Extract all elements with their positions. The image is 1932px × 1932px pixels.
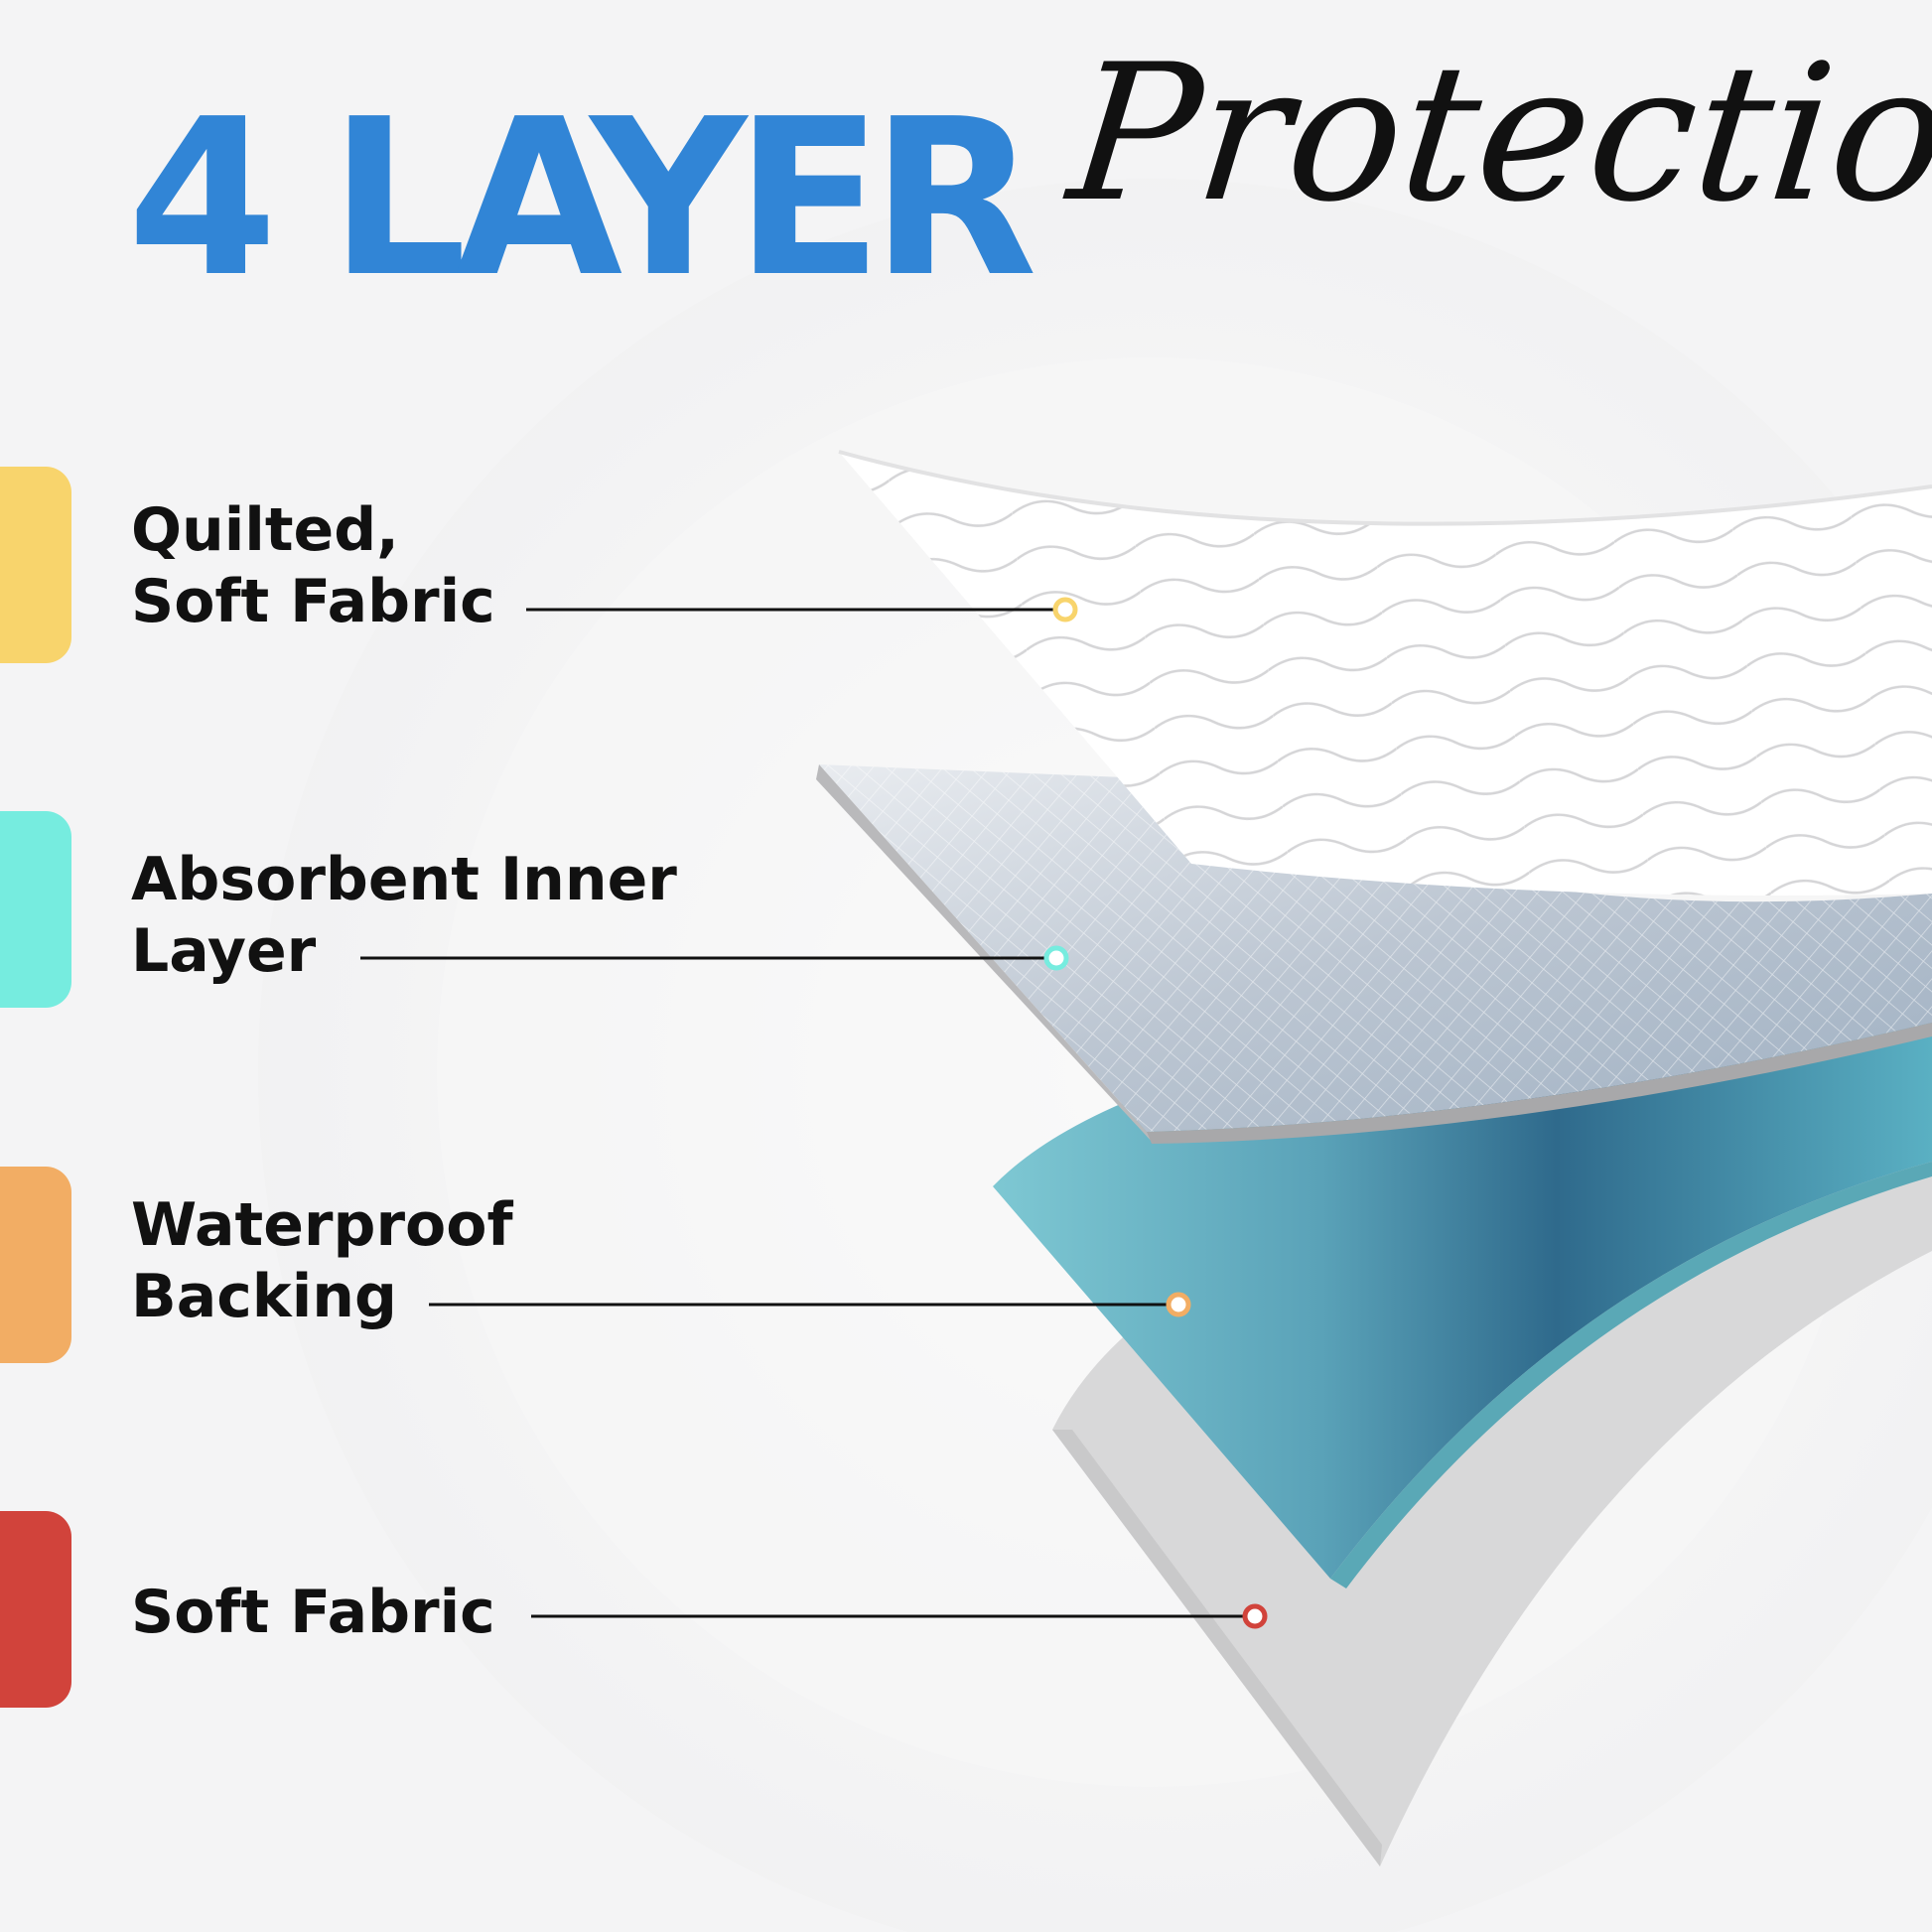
layer-label-4-line1: Soft Fabric	[131, 1578, 495, 1647]
layer-color-tab-3	[0, 1167, 71, 1363]
layer-label-1: Quilted, Soft Fabric	[131, 494, 495, 637]
layer-label-3: Waterproof Backing	[131, 1189, 513, 1332]
layer-color-tab-2	[0, 811, 71, 1008]
layer-label-2-line1: Absorbent Inner	[131, 845, 677, 914]
layer-label-1-line2: Soft Fabric	[131, 567, 495, 636]
layer-label-2: Absorbent Inner Layer	[131, 844, 677, 987]
layer-label-1-line1: Quilted,	[131, 495, 399, 565]
layer-color-tab-1	[0, 467, 71, 663]
layer-label-3-line1: Waterproof	[131, 1190, 513, 1260]
headline-4-layer: 4 LAYER	[127, 73, 1037, 325]
layer-label-4: Soft Fabric	[131, 1577, 495, 1648]
layer-color-tab-4	[0, 1511, 71, 1708]
headline-protection: Protection	[1060, 24, 1932, 243]
pointer-dot-1	[1052, 597, 1078, 622]
pointer-dot-2	[1043, 945, 1069, 971]
layer-label-3-line2: Backing	[131, 1262, 397, 1331]
pointer-dot-3	[1166, 1292, 1191, 1317]
layer-label-2-line2: Layer	[131, 916, 317, 986]
pointer-dot-4	[1242, 1603, 1268, 1629]
